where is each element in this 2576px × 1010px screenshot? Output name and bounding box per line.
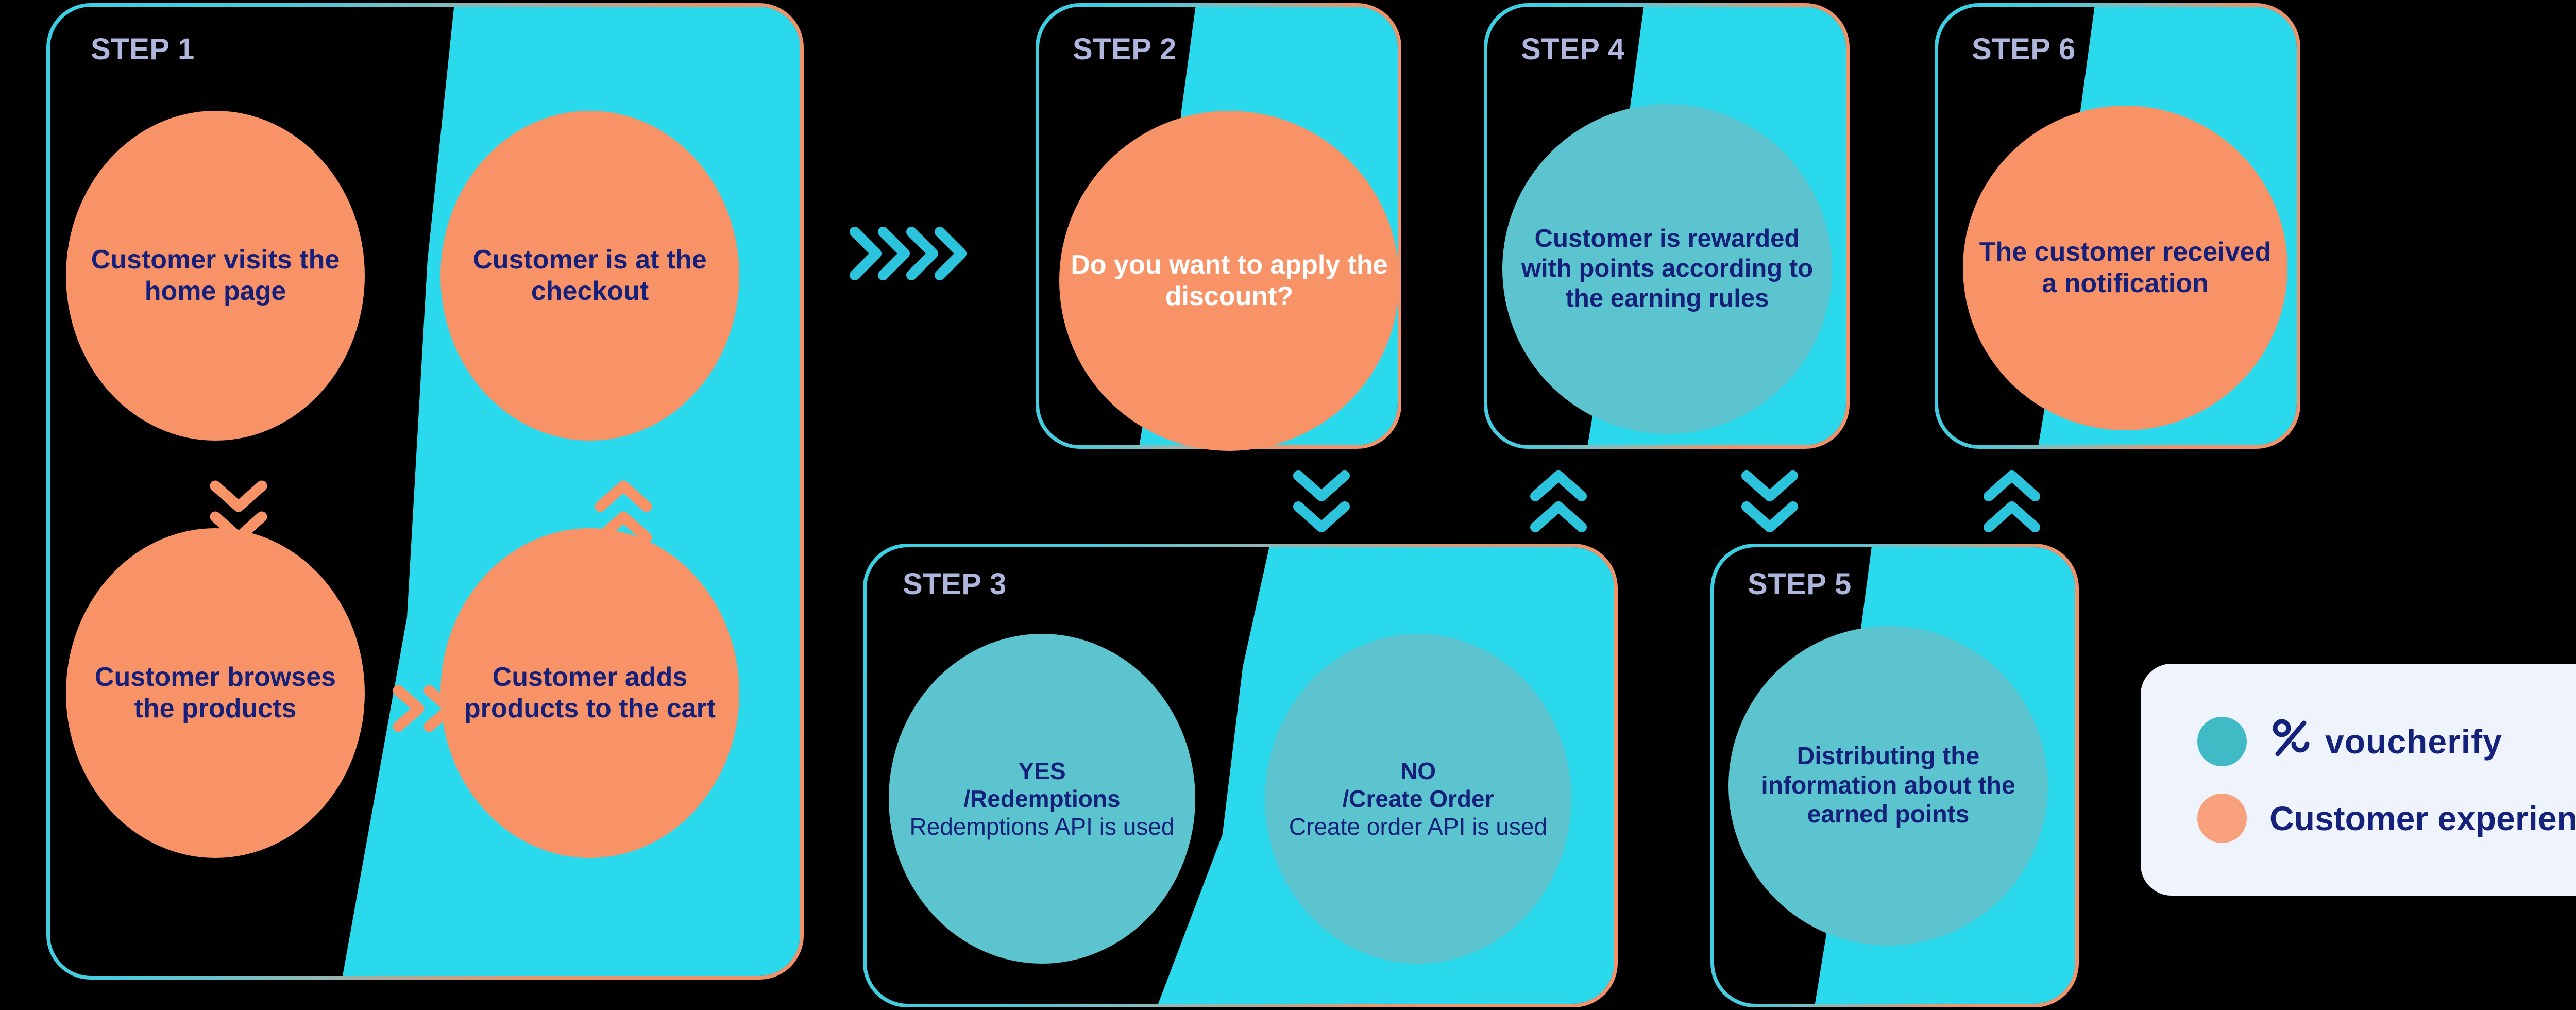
- legend-dot-voucherify: [2197, 717, 2247, 766]
- connector-step1-visits-to-browses-icon: [205, 477, 272, 549]
- bubble-customer-visits-home-page: Customer visits the home page: [66, 111, 365, 441]
- bubble-apply-discount-question: Do you want to apply the discount?: [1059, 111, 1399, 451]
- bubble-yes-redemptions: YES /Redemptions Redemptions API is used: [889, 634, 1195, 964]
- bubble-customer-browses-products: Customer browses the products: [66, 528, 365, 858]
- bubble-no-create-order: NO /Create Order Create order API is use…: [1265, 634, 1571, 964]
- legend-label-voucherify: voucherify: [2269, 717, 2502, 767]
- step-3-label: STEP 3: [903, 567, 1007, 601]
- legend-item-customer-experience: Customer experience: [2197, 793, 2576, 843]
- step-4-label: STEP 4: [1521, 32, 1625, 66]
- step-5-label: STEP 5: [1748, 567, 1852, 601]
- bubble-customer-received-notification: The customer received a notification: [1963, 106, 2287, 430]
- step-6-label: STEP 6: [1972, 32, 2076, 66]
- bubble-distributing-information: Distributing the information about the e…: [1728, 626, 2048, 946]
- step-2-label: STEP 2: [1073, 32, 1177, 66]
- legend-item-voucherify: voucherify: [2197, 717, 2576, 767]
- bubble-no-title: NO: [1400, 757, 1436, 784]
- bubble-customer-at-checkout: Customer is at the checkout: [440, 111, 739, 441]
- bubble-no-detail: Create order API is used: [1289, 813, 1548, 840]
- bubble-customer-adds-products-to-cart: Customer adds products to the cart: [440, 528, 739, 858]
- voucherify-wordmark: voucherify: [2325, 722, 2502, 761]
- bubble-yes-detail: Redemptions API is used: [909, 813, 1175, 840]
- legend-label-customer-experience: Customer experience: [2269, 799, 2576, 837]
- bubble-no-api: /Create Order: [1342, 785, 1494, 812]
- connector-step4-to-step5-icon: [1736, 466, 1803, 538]
- bubble-customer-rewarded-with-points: Customer is rewarded with points accordi…: [1502, 104, 1832, 434]
- percent-logo-icon: [2269, 717, 2312, 767]
- legend-panel: voucherify Customer experience: [2141, 664, 2576, 896]
- connector-step1-cart-to-checkout-icon: [590, 477, 657, 549]
- connector-step1-to-step2-icon: [848, 219, 976, 289]
- bubble-yes-title: YES: [1018, 757, 1066, 784]
- connector-step1-browses-to-adds-icon: [389, 679, 466, 738]
- bubble-yes-api: /Redemptions: [963, 785, 1121, 812]
- connector-step5-to-step6-icon: [1978, 466, 2045, 538]
- legend-dot-customer-experience: [2197, 793, 2247, 843]
- connector-step3-to-step4-icon: [1525, 466, 1592, 538]
- step-1-label: STEP 1: [91, 32, 195, 66]
- connector-step2-to-step3-icon: [1288, 466, 1355, 538]
